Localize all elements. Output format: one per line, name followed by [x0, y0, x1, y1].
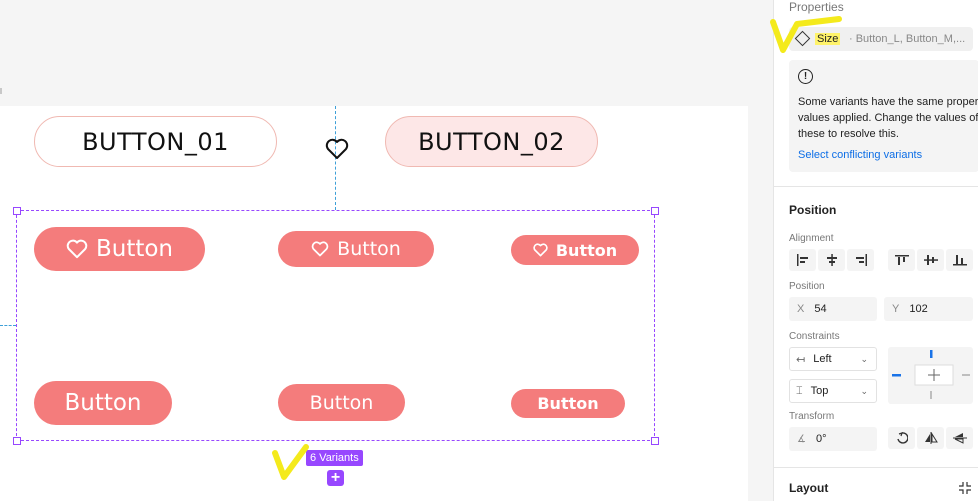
- x-prefix: X: [797, 303, 805, 315]
- position-section-title: Position: [789, 203, 837, 217]
- guide-vertical: [335, 106, 336, 210]
- alignment-label: Alignment: [789, 233, 834, 244]
- size-property-label: Size: [815, 33, 841, 45]
- variant-set-frame[interactable]: [16, 210, 655, 441]
- flip-vertical-icon[interactable]: [946, 427, 973, 449]
- add-variant-button[interactable]: +: [327, 470, 344, 486]
- annotation-checkmark: [272, 444, 309, 480]
- vertical-align-group: [888, 249, 973, 271]
- warning-message: Some variants have the same property val…: [798, 96, 978, 140]
- conflict-warning-box: ! Some variants have the same property v…: [789, 60, 978, 172]
- chevron-down-icon: ⌄: [860, 353, 868, 364]
- variant-label: Button: [95, 236, 174, 262]
- align-left-icon[interactable]: [789, 249, 816, 271]
- align-bottom-icon[interactable]: [946, 249, 973, 271]
- align-right-icon[interactable]: [847, 249, 874, 271]
- divider: [774, 186, 978, 187]
- resize-handle-top-right[interactable]: [651, 207, 659, 215]
- variant-button-s[interactable]: Button: [511, 389, 625, 418]
- horizontal-constraint-dropdown[interactable]: ↤ Left ⌄: [789, 347, 877, 371]
- variant-label: Button: [555, 240, 618, 260]
- layout-section-title: Layout: [789, 481, 829, 495]
- collapse-icon[interactable]: [958, 481, 972, 495]
- heart-icon: [533, 243, 548, 257]
- size-property-values: · Button_L, Button_M,...: [849, 33, 966, 45]
- heart-icon: [66, 239, 88, 259]
- alert-icon: !: [798, 69, 813, 84]
- frame[interactable]: [0, 106, 748, 501]
- rotation-icon: ∡: [797, 433, 806, 445]
- divider: [774, 467, 978, 468]
- rotation-value: 0°: [815, 433, 827, 445]
- properties-title: Properties: [789, 0, 844, 14]
- variant-label: Button: [337, 238, 401, 260]
- align-top-icon[interactable]: [888, 249, 915, 271]
- transform-label: Transform: [789, 411, 835, 422]
- y-value: 102: [909, 303, 928, 315]
- ruler-tick: [0, 88, 2, 94]
- align-center-horizontal-icon[interactable]: [818, 249, 845, 271]
- horizontal-align-group: [789, 249, 874, 271]
- align-middle-icon[interactable]: [917, 249, 944, 271]
- rotate-icon[interactable]: [888, 427, 915, 449]
- position-label: Position: [789, 281, 825, 292]
- vertical-constraint-value: Top: [810, 385, 829, 397]
- annotation-checkmark: [770, 16, 842, 53]
- guide-horizontal: [0, 325, 16, 326]
- size-property-row[interactable]: Size · Button_L, Button_M,...: [789, 27, 973, 51]
- chevron-down-icon: ⌄: [860, 385, 868, 396]
- resize-handle-top-left[interactable]: [13, 207, 21, 215]
- resize-handle-bottom-right[interactable]: [651, 437, 659, 445]
- flip-horizontal-icon[interactable]: [917, 427, 944, 449]
- variant-button-l-icon[interactable]: Button: [34, 227, 205, 271]
- horizontal-constraint-value: Left: [813, 353, 832, 365]
- resize-handle-bottom-left[interactable]: [13, 437, 21, 445]
- heart-icon: [311, 241, 329, 257]
- variant-button-l[interactable]: Button: [34, 381, 172, 425]
- variants-count-badge: 6 Variants: [306, 450, 363, 466]
- x-position-field[interactable]: X 54: [789, 297, 877, 321]
- horizontal-constraint-icon: ↤: [796, 353, 806, 366]
- select-conflicting-link[interactable]: Select conflicting variants: [798, 149, 923, 161]
- constraints-widget[interactable]: [888, 347, 973, 404]
- constraints-label: Constraints: [789, 331, 840, 342]
- constraints-diagram-icon: [892, 350, 970, 399]
- rotation-field[interactable]: ∡ 0°: [789, 427, 877, 451]
- button-02-component[interactable]: BUTTON_02: [385, 116, 598, 167]
- vertical-constraint-dropdown[interactable]: ⌶ Top ⌄: [789, 379, 877, 403]
- variant-button-m[interactable]: Button: [278, 384, 405, 421]
- transform-actions: [888, 427, 973, 449]
- heart-icon[interactable]: [325, 138, 349, 160]
- properties-panel: Properties Size · Button_L, Button_M,...…: [770, 0, 978, 501]
- design-canvas[interactable]: BUTTON_01 BUTTON_02 Button Button Button…: [0, 0, 773, 501]
- x-value: 54: [814, 303, 827, 315]
- button-01-component[interactable]: BUTTON_01: [34, 116, 277, 167]
- variant-button-s-icon[interactable]: Button: [511, 235, 639, 265]
- y-position-field[interactable]: Y 102: [884, 297, 973, 321]
- y-prefix: Y: [892, 303, 900, 315]
- vertical-constraint-icon: ⌶: [796, 384, 803, 397]
- variant-button-m-icon[interactable]: Button: [278, 231, 434, 267]
